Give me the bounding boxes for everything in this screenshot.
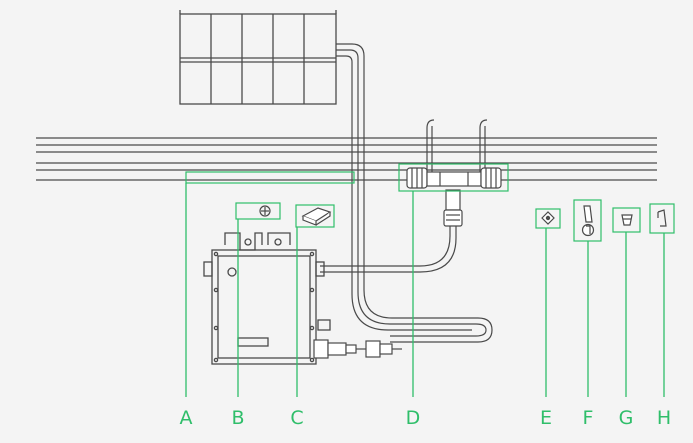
highlight-box-h <box>649 203 675 234</box>
leader-lines <box>185 183 665 397</box>
cable-clip-accessory <box>541 211 555 225</box>
drop-cable <box>320 226 457 273</box>
callout-label-c: C <box>290 407 303 429</box>
highlight-box-b <box>235 202 281 220</box>
highlight-box-d <box>398 163 509 192</box>
end-cap-accessory <box>621 214 633 226</box>
callout-labels: A B C D E F G H <box>180 407 672 429</box>
highlight-box-a <box>185 171 355 184</box>
bracket-accessory <box>301 207 332 226</box>
mounting-rail <box>36 137 657 181</box>
callout-label-a: A <box>180 407 193 429</box>
disconnect-tool-accessory <box>581 205 595 237</box>
callout-label-g: G <box>619 407 634 429</box>
solar-panel <box>179 10 337 105</box>
highlight-box-e <box>535 208 561 229</box>
callout-label-d: D <box>406 407 421 429</box>
callout-label-e: E <box>540 407 552 429</box>
callout-label-f: F <box>583 407 594 429</box>
microinverter <box>203 232 331 365</box>
trunk-cable <box>336 43 493 343</box>
callout-label-h: H <box>657 407 671 429</box>
callout-label-b: B <box>231 407 244 429</box>
highlight-box-c <box>295 204 335 228</box>
branch-connector <box>406 167 502 227</box>
highlight-boxes <box>185 163 675 242</box>
dc-connectors <box>313 339 402 359</box>
screw-accessory <box>259 205 271 217</box>
cable-clips <box>426 119 488 178</box>
clip-accessory <box>657 209 667 227</box>
